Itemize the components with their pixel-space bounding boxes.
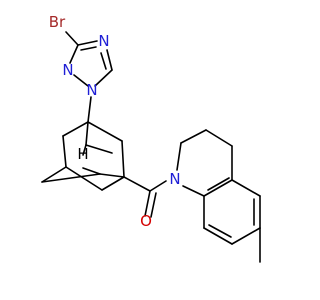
bond-n-c8a — [182, 185, 205, 197]
bond-ad-1 — [87, 121, 123, 142]
bond-c6-c7 — [231, 227, 261, 245]
bond-c7-c8-double — [208, 224, 232, 238]
atom-label-nitrogen-quinoline: N — [169, 170, 180, 188]
bond-ad-4 — [62, 135, 67, 168]
bond-carbonyl-o-double — [150, 192, 157, 218]
bond-carbonyl-o — [144, 190, 151, 217]
bond-n4-c3 — [77, 40, 98, 46]
bond-ad-7 — [82, 144, 87, 156]
bond-n1-adamantane — [87, 96, 92, 123]
bond-ad-9 — [65, 166, 103, 191]
bond-ad-13 — [82, 167, 101, 175]
bond-c7-c8 — [203, 227, 233, 245]
bond-ad-6 — [85, 144, 113, 154]
atom-label-nitrogen-n1: N — [86, 81, 97, 99]
bond-ad-3 — [62, 121, 89, 137]
bond-n1-c5 — [94, 69, 113, 87]
bond-carbonyl-n — [149, 180, 167, 192]
bond-c4a-c5 — [231, 179, 261, 197]
atom-labels: Br N N N H O N — [49, 13, 181, 230]
bond-c3-br — [65, 31, 79, 46]
atom-label-nitrogen-n4: N — [98, 32, 109, 50]
bond-c5-n4-double — [100, 52, 107, 70]
bond-ad-12 — [99, 173, 125, 178]
atom-label-hydrogen: H — [77, 145, 88, 163]
atom-label-bromine: Br — [49, 13, 66, 31]
bond-ad-2 — [121, 140, 125, 178]
bond-c5-n4 — [106, 49, 113, 71]
bond-ad-11 — [41, 173, 101, 183]
bond-n-c2 — [176, 142, 182, 171]
bond-ad-5 — [85, 121, 89, 146]
bond-n4-c3-double — [80, 46, 97, 51]
background — [0, 0, 300, 300]
bond-ad-8 — [101, 176, 125, 191]
atom-label-oxygen: O — [140, 212, 152, 230]
bonds — [41, 31, 261, 263]
bond-c8a-c4a — [203, 179, 233, 197]
atom-label-nitrogen-n2: N — [62, 61, 73, 79]
bond-c3-n2 — [69, 44, 79, 64]
bond-c2-c3 — [180, 129, 207, 144]
bond-n2-n1 — [73, 74, 89, 87]
bond-c3-c4 — [205, 129, 233, 147]
bond-c8a-c4a-double — [207, 177, 230, 191]
molecule-structure: Br N N N H O N — [0, 0, 300, 300]
bond-ad-carbonyl — [123, 176, 151, 192]
bond-ad-10 — [41, 166, 67, 183]
